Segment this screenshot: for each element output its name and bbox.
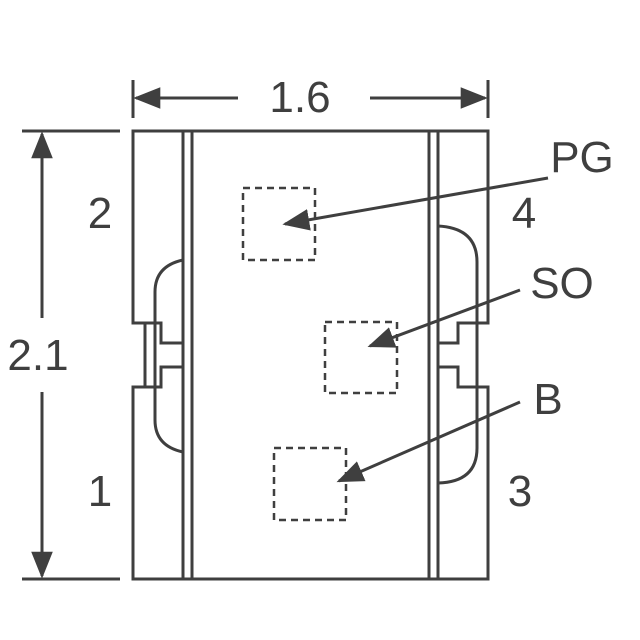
so-label: SO <box>530 259 594 308</box>
width-dimension: 1.6 <box>131 73 490 122</box>
pin-2-label: 2 <box>88 189 112 238</box>
width-label: 1.6 <box>269 73 330 122</box>
b-label: B <box>533 375 562 424</box>
pin-4-label: 4 <box>512 189 536 238</box>
pin-1-label: 1 <box>88 467 112 516</box>
b-arrow <box>336 400 521 483</box>
b-pad <box>272 446 348 522</box>
so-pad <box>323 320 399 395</box>
pin-3-label: 3 <box>508 467 532 516</box>
height-dimension: 2.1 <box>7 129 120 581</box>
pg-arrow <box>282 176 549 231</box>
so-arrow <box>367 288 521 348</box>
package-outline <box>131 129 490 581</box>
height-label: 2.1 <box>7 331 68 380</box>
pg-pad <box>241 186 317 262</box>
pg-label: PG <box>550 133 614 182</box>
